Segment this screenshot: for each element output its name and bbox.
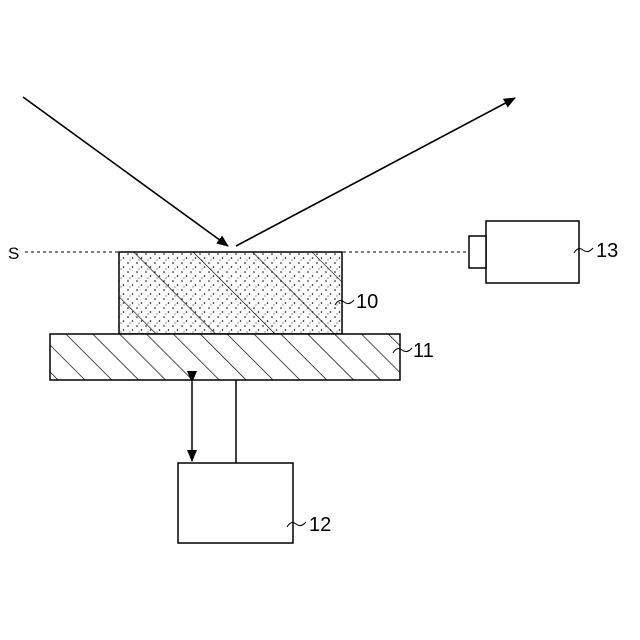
surface-label: S xyxy=(8,244,19,263)
incident-beam xyxy=(23,97,228,246)
stage-label: 11 xyxy=(413,340,434,362)
camera-label: 13 xyxy=(596,240,618,262)
sample-block xyxy=(119,252,342,334)
stage-plate xyxy=(50,334,400,380)
reflected-beam xyxy=(236,98,515,246)
drive-unit-box xyxy=(178,463,293,543)
sample-label: 10 xyxy=(356,291,378,313)
drive-label: 12 xyxy=(309,514,331,536)
camera-unit xyxy=(469,221,579,283)
